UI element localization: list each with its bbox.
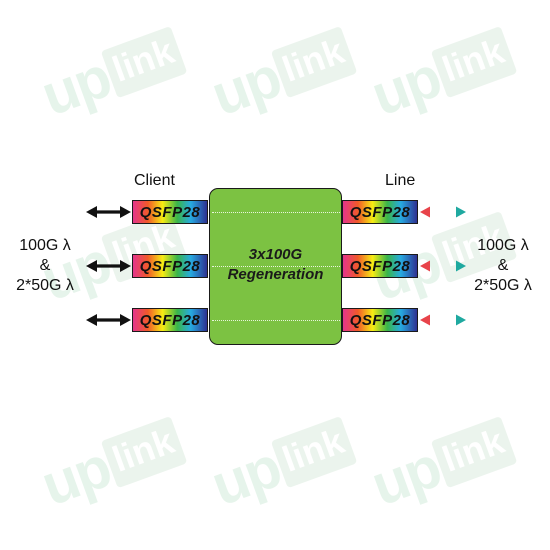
client-qsfp28-module: QSFP28 bbox=[132, 254, 208, 278]
line-qsfp28-module: QSFP28 bbox=[342, 308, 418, 332]
rate-line-3: 2*50G λ bbox=[16, 277, 74, 294]
client-bidirectional-arrow bbox=[86, 260, 131, 272]
line-rate-label: 100G λ & 2*50G λ bbox=[448, 236, 550, 296]
client-bidirectional-arrow bbox=[86, 314, 131, 326]
signal-path-dotted bbox=[212, 266, 340, 267]
signal-path-dotted bbox=[212, 212, 340, 213]
rate-line-3: 2*50G λ bbox=[474, 277, 532, 294]
line-bidirectional-arrow bbox=[420, 206, 466, 218]
rate-line-1: 100G λ bbox=[19, 237, 71, 254]
regeneration-subtitle: Regeneration bbox=[227, 266, 324, 283]
client-qsfp28-module: QSFP28 bbox=[132, 308, 208, 332]
line-label: Line bbox=[385, 172, 416, 189]
client-rate-label: 100G λ & 2*50G λ bbox=[0, 236, 100, 296]
signal-path-dotted bbox=[212, 320, 340, 321]
client-qsfp28-module: QSFP28 bbox=[132, 200, 208, 224]
rate-line-2: & bbox=[39, 257, 51, 274]
rate-line-2: & bbox=[497, 257, 509, 274]
rate-line-1: 100G λ bbox=[477, 237, 529, 254]
regeneration-title: 3x100G bbox=[248, 246, 303, 263]
line-qsfp28-module: QSFP28 bbox=[342, 200, 418, 224]
line-bidirectional-arrow bbox=[420, 314, 466, 326]
line-bidirectional-arrow bbox=[420, 260, 466, 272]
client-label: Client bbox=[134, 172, 175, 189]
line-qsfp28-module: QSFP28 bbox=[342, 254, 418, 278]
client-bidirectional-arrow bbox=[86, 206, 131, 218]
